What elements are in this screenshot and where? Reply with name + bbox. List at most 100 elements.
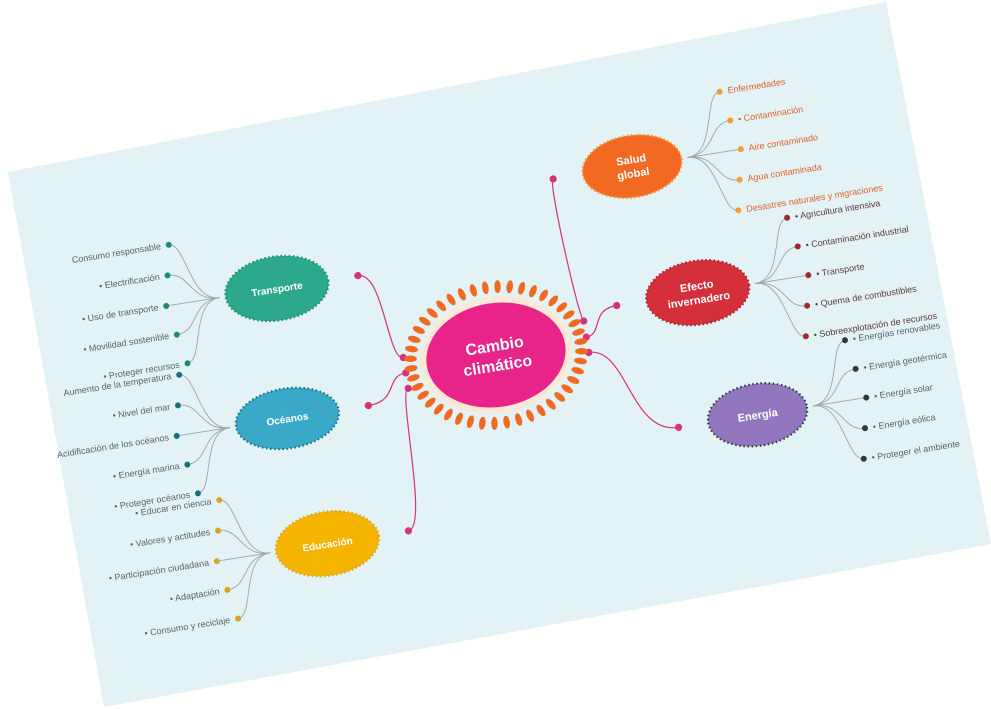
center-ring-petal	[503, 415, 510, 429]
center-ring-petal	[572, 328, 585, 336]
branch-ellipse	[581, 133, 683, 200]
leaf-bullet	[852, 365, 859, 372]
branch-node-left-3: Educación	[274, 509, 381, 578]
leaf-line	[237, 552, 271, 620]
center-ring-petal	[536, 404, 546, 417]
center-ring-petal	[545, 398, 556, 410]
leaf-line	[754, 283, 806, 337]
leaf-bullet	[736, 176, 743, 183]
leaf-bullet	[861, 425, 868, 432]
leaf-line	[187, 427, 231, 466]
center-ring-petal	[433, 403, 444, 415]
leaf-line	[166, 297, 220, 307]
center-ring-petal	[466, 415, 474, 429]
leaf-line	[176, 427, 231, 437]
leaf-bullet	[235, 615, 242, 622]
branch-title-line1: Efecto	[679, 278, 714, 295]
center-ring-petal	[506, 280, 514, 294]
leaf-line	[812, 339, 846, 407]
branch-ellipse	[706, 382, 809, 448]
leaf-line	[187, 297, 220, 364]
connector-line	[586, 304, 617, 338]
leaf-bullet	[174, 402, 181, 409]
center-ring-petal	[494, 280, 501, 294]
center-ring-petal	[556, 302, 568, 313]
connector-line	[357, 275, 404, 359]
leaf-line	[687, 148, 741, 159]
center-ring-petal	[526, 409, 535, 422]
center-ring-petal	[457, 288, 466, 301]
connector-dot	[549, 175, 557, 183]
leaf-line	[754, 274, 809, 285]
center-ring-petal	[548, 295, 559, 307]
leaf-line	[687, 91, 720, 159]
center-ring-petal	[571, 367, 585, 375]
leaf-bullet	[215, 527, 222, 534]
center-ring-petal	[491, 416, 498, 430]
branch-ellipse	[224, 254, 330, 323]
center-ring-petal	[515, 413, 523, 426]
connector-dot	[613, 301, 621, 310]
leaf-bullet	[164, 272, 171, 279]
branch-node-left-2: Océanos	[234, 386, 341, 451]
connector-dot	[404, 527, 413, 535]
leaf-line	[754, 282, 808, 307]
leaf-bullet	[735, 207, 742, 214]
leaf-line	[687, 156, 740, 181]
leaf-line	[216, 552, 271, 562]
connector-line	[368, 372, 406, 407]
center-ring-petal	[561, 384, 573, 394]
center-ring-petal	[575, 348, 589, 355]
leaf-line	[197, 427, 231, 494]
leaf-bullet	[176, 371, 183, 378]
connector-line	[405, 387, 417, 532]
branch-node-right-3: Energía	[706, 382, 809, 448]
leaf-bullet	[216, 497, 223, 504]
leaf-bullet	[863, 394, 870, 401]
leaf-bullet	[860, 455, 867, 462]
leaf-line	[227, 552, 271, 591]
leaf-bullet	[737, 146, 744, 153]
leaf-bullet	[163, 302, 170, 309]
connector-dot	[404, 384, 412, 392]
leaf-bullet	[841, 337, 848, 344]
center-ring-petal	[574, 338, 588, 345]
connector-dot	[674, 423, 683, 431]
center-ring-petal	[574, 357, 587, 365]
center-ring-petal	[412, 326, 425, 334]
center-ring-petal	[411, 382, 424, 391]
leaf-bullet	[794, 243, 801, 250]
center-ring-petal	[469, 284, 477, 297]
leaf-bullet	[165, 241, 172, 248]
center-ring-petal	[405, 345, 418, 353]
leaf-line	[219, 499, 271, 554]
leaf-line	[754, 246, 798, 285]
center-ring-petal	[426, 308, 438, 318]
leaf-line	[176, 297, 220, 336]
center-ring-petal	[568, 319, 581, 328]
connector-line	[551, 178, 585, 322]
center-ring-petal	[478, 416, 486, 430]
center-ring-petal	[529, 285, 537, 298]
leaf-line	[179, 374, 231, 428]
leaf-bullet	[727, 117, 734, 124]
center-ring-petal	[567, 376, 580, 384]
leaf-line	[217, 530, 271, 554]
center-ring-petal	[417, 390, 429, 400]
leaf-line	[177, 404, 231, 429]
leaf-line	[687, 120, 731, 159]
leaf-line	[167, 274, 220, 299]
leaf-line	[812, 405, 864, 460]
connector-dot	[354, 272, 362, 280]
leaf-line	[687, 157, 739, 211]
center-ring-petal	[482, 281, 489, 295]
center-ring-petal	[436, 300, 447, 312]
leaf-bullet	[184, 461, 191, 468]
leaf-bullet	[805, 272, 812, 279]
center-ring-petal	[424, 397, 436, 408]
center-ring-petal	[404, 365, 418, 372]
center-ring-petal	[455, 412, 463, 425]
